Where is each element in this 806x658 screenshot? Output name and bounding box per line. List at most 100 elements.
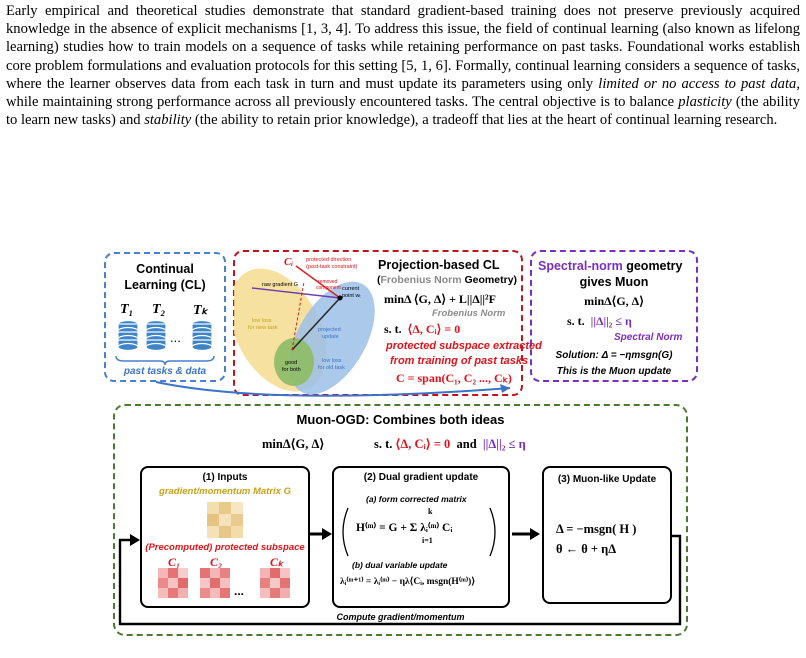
task-2-label: T₂ <box>152 302 166 317</box>
projection-diagram <box>234 265 375 395</box>
diagram-raw-gradient: raw gradient G <box>262 282 299 288</box>
paragraph-text-3: (the ability to learn new tasks) and <box>6 94 800 129</box>
dual-h-equation: H⁽ᵐ⁾ = G + Σ λᵢ⁽ᵐ⁾ Cᵢ <box>356 522 453 534</box>
muon-and: and <box>456 437 477 451</box>
muon-c1: ⟨Δ, Cᵢ⟩ = 0 <box>395 437 451 451</box>
spectral-note: This is the Muon update <box>556 366 672 377</box>
paragraph-italic-stability: stability <box>144 112 192 129</box>
projection-norm-label: Frobenius Norm <box>432 308 506 319</box>
dual-a: (a) form corrected matrix <box>366 494 467 504</box>
inputs-ellipsis: ... <box>234 584 245 598</box>
raw-gradient-arrow <box>251 287 341 299</box>
feedback-arrowhead <box>130 534 140 546</box>
spectral-title-purple: Spectral-norm <box>538 259 623 273</box>
matrix-c2 <box>200 568 230 598</box>
paragraph-italic-1: limited or no access to past data <box>598 75 797 92</box>
body-paragraph: Early empirical and theoretical studies … <box>6 2 800 129</box>
projection-subtitle-suffix: Geometry) <box>461 274 518 286</box>
diagram-current-point: current <box>342 286 360 292</box>
diagram-good: good <box>285 360 298 366</box>
inputs-protected: (Precomputed) protected subspace <box>145 542 305 553</box>
projection-subtitle-norm: Frobenius Norm <box>380 274 462 286</box>
database-icons <box>115 319 215 366</box>
diagram-low-old: low loss <box>322 358 342 364</box>
cl-box <box>104 252 226 382</box>
feedback-loop <box>118 534 682 626</box>
protected-direction-line <box>295 265 341 299</box>
spectral-solution: Solution: Δ = −ηmsgn(G) <box>555 350 673 361</box>
matrix-c1 <box>158 568 188 598</box>
inputs-box <box>140 466 310 608</box>
cl-to-projection-arrow <box>155 381 511 397</box>
diagram-good-2: for both <box>282 367 301 373</box>
muon-update-eq2: θ ← θ + ηΔ <box>556 542 617 556</box>
feedback-label: Compute gradient/momentum <box>336 612 465 622</box>
dual-box <box>332 466 510 608</box>
spectral-constraint-eq: ||Δ||₂ ≤ η <box>590 314 632 328</box>
database-icon <box>191 319 213 352</box>
gradient-matrix-icon <box>207 502 243 538</box>
diagram-protected-direction: protected direction <box>306 257 352 263</box>
protected-matrices-icon <box>158 568 290 598</box>
dual-title: (2) Dual gradient update <box>363 472 479 483</box>
muon-objective: minΔ⟨G, Δ⟩ <box>262 437 325 451</box>
inputs-title: (1) Inputs <box>202 472 248 483</box>
spectral-title: Spectral-norm geometry <box>538 259 683 273</box>
muon-c2: ||Δ||₂ ≤ η <box>482 437 526 451</box>
diagram-removed: removed <box>318 279 338 285</box>
projection-red-line-1: protected subspace extracted <box>386 340 542 352</box>
arrow-dual-to-muon <box>512 528 540 540</box>
muon-update-box <box>542 466 672 604</box>
muon-constraints: s. t. ⟨Δ, Cᵢ⟩ = 0 and ||Δ||₂ ≤ η <box>374 436 526 452</box>
database-icon <box>145 319 167 352</box>
diagram-low-new: low loss <box>252 318 272 324</box>
diagram-projected: projected <box>318 327 341 333</box>
diagram-removed-2: component <box>316 285 341 291</box>
removed-component-line <box>291 281 305 351</box>
input-c1-label: C₁ <box>168 555 181 569</box>
projection-span: C = span(C₁, C₂ ..., Cₖ) <box>396 371 512 385</box>
database-icon <box>117 319 139 352</box>
overlap-region <box>274 338 314 386</box>
muon-update-eq1: Δ = −msgn( H ) <box>556 522 637 536</box>
dual-paren-icons <box>342 507 496 557</box>
diagram-low-old-2: for old task <box>318 365 345 371</box>
diagram-protected-direction-2: (past-task constraint) <box>306 264 358 270</box>
cl-title-line2: Learning (CL) <box>124 278 206 292</box>
inputs-grad: gradient/momentum Matrix G <box>159 486 291 497</box>
spectral-constraint: s. t. ||Δ||₂ ≤ η <box>567 314 632 329</box>
input-c2-label: C₂ <box>210 555 223 569</box>
dual-b: (b) dual variable update <box>352 560 448 570</box>
matrix-ck <box>260 568 290 598</box>
arrow-inputs-to-dual <box>310 528 332 540</box>
projection-title: Projection-based CL <box>378 258 500 272</box>
task-1-label: T₁ <box>120 302 134 317</box>
projection-constraint-eq: ⟨Δ, Cᵢ⟩ = 0 <box>407 322 461 336</box>
flow-arrows <box>118 528 682 626</box>
spectral-objective: minΔ⟨G, Δ⟩ <box>584 294 644 308</box>
diagram-ci: Cᵢ <box>284 256 294 268</box>
dual-lambda-equation: λᵢ⁽ᵐ⁺¹⁾ = λᵢ⁽ᵐ⁾ − ηλ⟨Cᵢ, msgn(H⁽ᵐ⁾)⟩ <box>340 577 476 587</box>
spectral-box <box>530 250 698 382</box>
paragraph-text-4: (the ability to retain prior knowledge),… <box>191 112 778 129</box>
muon-update-title: (3) Muon-like Update <box>557 474 657 485</box>
spectral-title-rest: geometry <box>622 259 683 273</box>
brace-icon <box>115 355 215 366</box>
task-k-label: Tₖ <box>193 303 208 318</box>
dual-sum-top: k <box>428 507 433 516</box>
diagram-current-point-2: point wₜ <box>342 293 362 299</box>
dual-sum-bottom: i=1 <box>422 536 433 545</box>
projection-subtitle-prefix: ( <box>377 274 381 286</box>
muon-ogd-title: Muon-OGD: Combines both ideas <box>296 412 505 427</box>
diagram-projected-2: update <box>322 334 339 340</box>
diagram-low-new-2: for new task <box>248 325 278 331</box>
paragraph-text-2: , while maintaining strong performance a… <box>6 75 800 111</box>
projection-st: s. t. <box>384 322 402 336</box>
paragraph-italic-plasticity: plasticity <box>678 94 732 111</box>
spectral-st: s. t. <box>567 314 585 328</box>
projection-red-line-2: from training of past tasks <box>390 355 529 367</box>
cl-caption: past tasks & data <box>123 366 207 377</box>
cl-dots: ... <box>170 330 181 345</box>
projection-constraint: s. t. ⟨Δ, Cᵢ⟩ = 0 <box>384 322 460 337</box>
